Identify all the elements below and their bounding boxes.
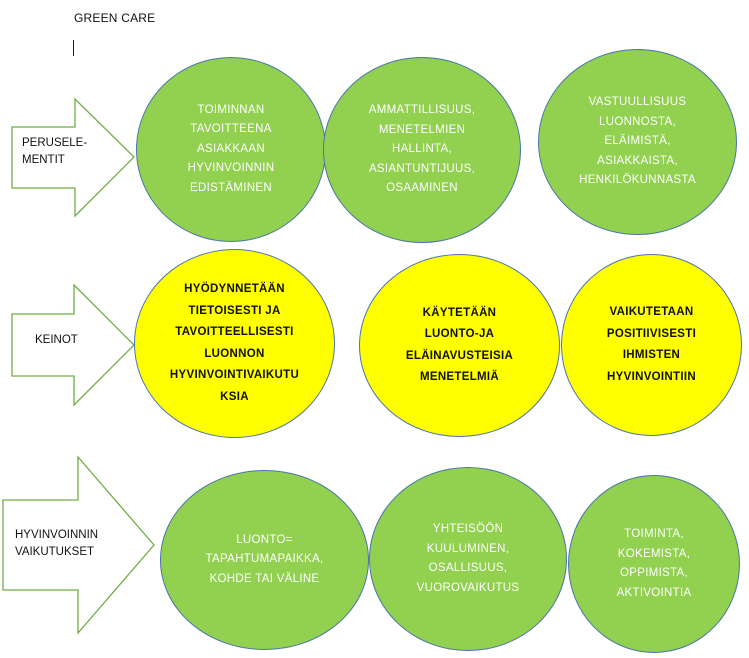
row-2-circle-3: VAIKUTETAAN POSITIIVISESTI IHMISTEN HYVI…: [561, 254, 742, 436]
row-3-circle-3-text: TOIMINTA, KOKEMISTA, OPPIMISTA, AKTIVOIN…: [616, 528, 692, 599]
row-3-circle-1-text: LUONTO= TAPAHTUMAPAIKKA, KOHDE TAI VÄLIN…: [205, 533, 324, 585]
row-2-label: KEINOT: [35, 334, 78, 346]
row-1-circle-3: VASTUULLISUUS LUONNOSTA, ELÄIMISTÄ, ASIA…: [538, 49, 737, 235]
row-1-label: PERUSELE- MENTIT: [22, 137, 88, 166]
row-3-label: HYVINVOINNIN VAIKUTUKSET: [15, 529, 99, 558]
diagram-title: GREEN CARE: [74, 11, 156, 25]
row-1-circle-3-text: VASTUULLISUUS LUONNOSTA, ELÄIMISTÄ, ASIA…: [579, 96, 696, 187]
row-2-circle-1: HYÖDYNNETÄÄN TIETOISESTI JA TAVOITTEELLI…: [134, 249, 335, 438]
row-1-circle-1: TOIMINNAN TAVOITTEENA ASIAKKAAN HYVINVOI…: [136, 57, 326, 242]
row-1-circle-1-text: TOIMINNAN TAVOITTEENA ASIAKKAAN HYVINVOI…: [187, 103, 275, 194]
row-3-circle-3: TOIMINTA, KOKEMISTA, OPPIMISTA, AKTIVOIN…: [568, 475, 740, 653]
row-2-circle-3-text: VAIKUTETAAN POSITIIVISESTI IHMISTEN HYVI…: [606, 306, 697, 383]
row-2-circle-2-text: KÄYTETÄÄN LUONTO-JA ELÄINAVUSTEISIA MENE…: [405, 306, 514, 384]
row-2-circle-2: KÄYTETÄÄN LUONTO-JA ELÄINAVUSTEISIA MENE…: [359, 254, 560, 437]
row-3-circle-2-text: YHTEISÖÖN KUULUMINEN, OSALLISUUS, VUOROV…: [416, 523, 520, 594]
row-3-circle-1: LUONTO= TAPAHTUMAPAIKKA, KOHDE TAI VÄLIN…: [160, 470, 369, 650]
row-2-circle-1-text: HYÖDYNNETÄÄN TIETOISESTI JA TAVOITTEELLI…: [169, 283, 300, 403]
row-1-circle-2-text: AMMATTILLISUUS, MENETELMIEN HALLINTA, AS…: [368, 104, 476, 195]
row-1-circle-2: AMMATTILLISUUS, MENETELMIEN HALLINTA, AS…: [323, 57, 521, 243]
row-3-circle-2: YHTEISÖÖN KUULUMINEN, OSALLISUUS, VUOROV…: [369, 467, 567, 651]
text-cursor: [73, 40, 74, 56]
